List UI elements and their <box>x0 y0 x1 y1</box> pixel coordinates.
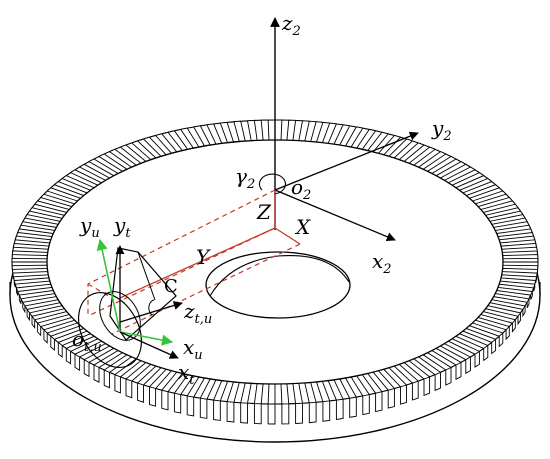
yu-axis <box>96 238 121 333</box>
gear-tooth <box>260 119 270 141</box>
gear-tooth <box>468 322 504 348</box>
gear-tooth <box>11 257 48 263</box>
label-xu: xu <box>183 335 203 363</box>
ztu-axis <box>119 301 183 323</box>
label-z2: z2 <box>281 11 301 39</box>
center-bore-inner-edge <box>209 254 350 297</box>
label-otu: ot,u <box>72 327 102 355</box>
gear-tooth <box>49 325 85 351</box>
gear-tooth <box>502 261 539 267</box>
tool-disk <box>77 292 143 368</box>
y2-axis <box>274 131 419 191</box>
gear-tooth <box>502 254 539 260</box>
label-C: C <box>164 276 178 297</box>
gear-tooth <box>11 264 48 270</box>
label-y2: y2 <box>431 116 452 144</box>
label-ztu: zt,u <box>183 299 212 327</box>
gear-tooth <box>267 383 276 425</box>
label-Z: Z <box>256 200 272 224</box>
x2-axis <box>274 189 396 242</box>
label-yu: yu <box>79 213 100 241</box>
gear-tooth <box>447 338 481 368</box>
center-bore <box>205 251 351 319</box>
gamma2-arc <box>258 173 286 195</box>
xu-axis <box>119 331 174 346</box>
xt-axis <box>119 331 179 359</box>
tool-plane-dashed <box>87 189 301 335</box>
gear-tooth <box>274 119 283 141</box>
label-gamma2: γ2 <box>235 164 255 192</box>
label-X: X <box>294 215 311 239</box>
gear-tooth <box>93 349 124 383</box>
tool-rotation-arc <box>148 299 155 316</box>
label-Y: Y <box>196 245 211 269</box>
gear-tooth <box>280 383 290 425</box>
label-yt: yt <box>113 213 131 241</box>
tool-plate-edge <box>137 251 156 301</box>
label-x2: x2 <box>372 249 392 277</box>
label-xt: xt <box>178 360 195 388</box>
tool-plate <box>109 247 177 341</box>
X-offset-line <box>274 227 301 245</box>
label-o2: o2 <box>291 175 311 203</box>
